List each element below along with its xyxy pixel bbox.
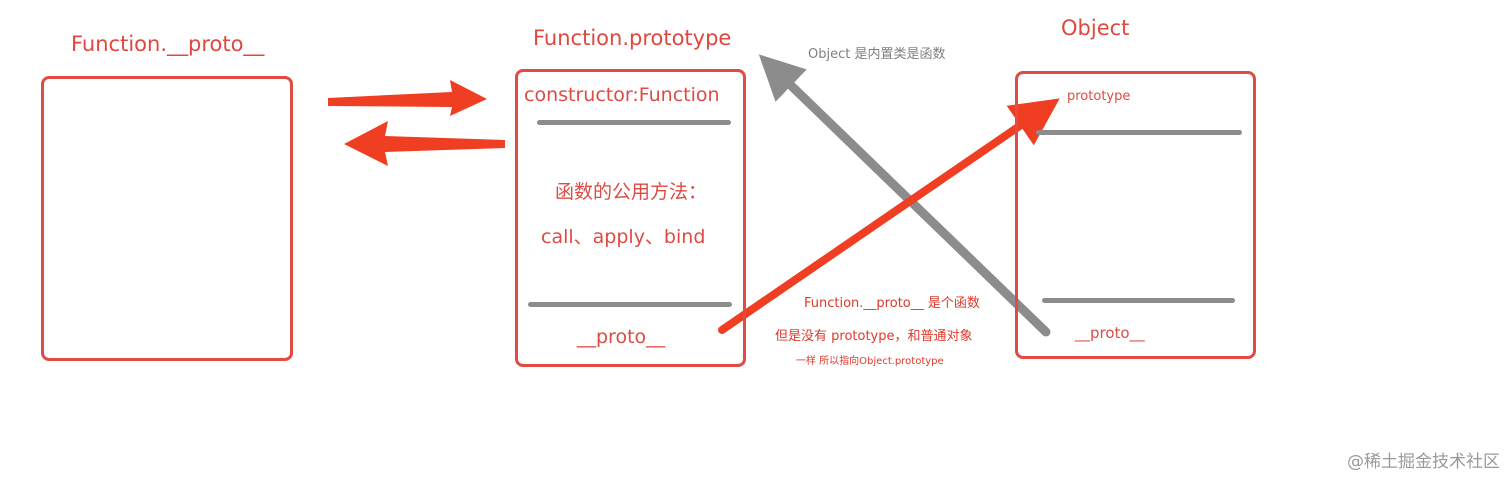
note-object-builtin: Object 是内置类是函数 <box>808 47 946 62</box>
note-function-proto-line1: Function.__proto__ 是个函数 <box>804 296 980 311</box>
function-prototype-box <box>515 69 746 367</box>
watermark: @稀土掘金技术社区 <box>1347 452 1500 472</box>
object-prototype: prototype <box>1067 89 1131 104</box>
function-proto-title: Function.__proto__ <box>71 32 265 56</box>
function-prototype-divider-bottom <box>528 302 732 307</box>
object-title: Object <box>1061 16 1130 40</box>
arrow-function-proto-to-function-prototype <box>328 80 487 116</box>
function-prototype-divider-top <box>537 120 731 125</box>
arrow-function-prototype-to-function-proto <box>344 121 505 166</box>
function-prototype-methods-heading: 函数的公用方法： <box>555 181 708 203</box>
object-box <box>1015 71 1256 359</box>
function-prototype-title: Function.prototype <box>533 26 732 50</box>
arrow-function-prototype-proto-to-object-prototype <box>718 98 1060 334</box>
object-proto: __proto__ <box>1075 324 1145 342</box>
note-function-proto-line2: 但是没有 prototype，和普通对象 <box>775 329 973 344</box>
object-divider-top <box>1036 130 1242 135</box>
function-prototype-proto: __proto__ <box>577 326 666 348</box>
function-prototype-methods: call、apply、bind <box>541 226 706 248</box>
function-proto-box <box>41 76 293 361</box>
note-function-proto-line3: 一样 所以指向Object.prototype <box>796 356 944 367</box>
object-divider-bottom <box>1042 298 1235 303</box>
function-prototype-constructor: constructor:Function <box>524 84 720 106</box>
